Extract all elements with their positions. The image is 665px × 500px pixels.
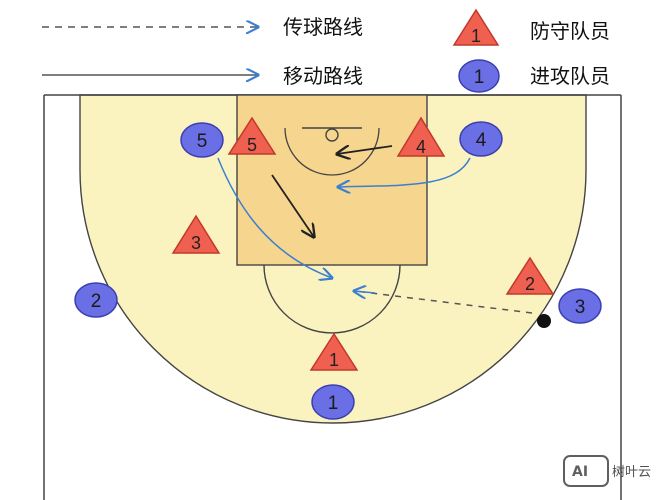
move-route-5-cut: [217, 157, 332, 278]
attacker-5-number: 5: [197, 131, 208, 152]
defender-4: 4: [396, 116, 446, 157]
defender-legend-number: 1: [471, 26, 481, 46]
defender-2-number: 2: [525, 274, 535, 294]
move-route-4-to-lane: [338, 157, 471, 187]
attacker-3-number: 3: [575, 297, 586, 318]
pass-route-label: 传球路线: [283, 15, 363, 39]
defender-4-slide: [337, 146, 393, 154]
defender-1: 1: [309, 332, 359, 371]
attacker-legend-number: 1: [474, 67, 485, 88]
attacker-5: 5: [180, 122, 224, 158]
watermark-badge: AI: [572, 464, 588, 480]
attacker-3: 3: [558, 288, 602, 324]
defender-5-slide: [271, 174, 314, 237]
attacker-1: 1: [311, 384, 355, 420]
defender-5-number: 5: [247, 135, 257, 155]
free-throw-lane: [236, 94, 428, 266]
attacker-1-number: 1: [328, 393, 339, 414]
defender-3: 3: [171, 214, 221, 254]
half-court: [43, 94, 622, 500]
defender-4-number: 4: [416, 137, 426, 157]
defender-legend-symbol: 1: [452, 8, 500, 46]
routes: [217, 146, 533, 314]
pass-route-arrowhead-seg: [354, 291, 376, 293]
watermark: AI 树叶云: [563, 455, 651, 487]
defender-2: 2: [505, 256, 555, 295]
move-route-label: 移动路线: [283, 64, 363, 88]
attacker-4-number: 4: [476, 130, 487, 151]
attacker-2-number: 2: [91, 291, 102, 312]
basket-rim: [325, 128, 339, 142]
defender-legend-label: 防守队员: [530, 19, 610, 43]
pass-route-3-to-post: [354, 290, 533, 314]
watermark-badge-box: [563, 455, 609, 487]
attacker-4: 4: [459, 121, 503, 157]
defender-5: 5: [227, 116, 277, 155]
attacker-legend-symbol: 1: [458, 59, 500, 93]
legend: 传球路线 移动路线 1 防守队员 1 进攻队员: [42, 8, 610, 93]
free-throw-circle-bottom: [263, 264, 401, 334]
attacker-legend-label: 进攻队员: [530, 64, 610, 88]
attacker-2: 2: [74, 282, 118, 318]
defender-1-number: 1: [329, 350, 339, 370]
defender-3-number: 3: [191, 233, 201, 253]
watermark-text: 树叶云: [612, 465, 651, 480]
ball: [537, 314, 551, 328]
